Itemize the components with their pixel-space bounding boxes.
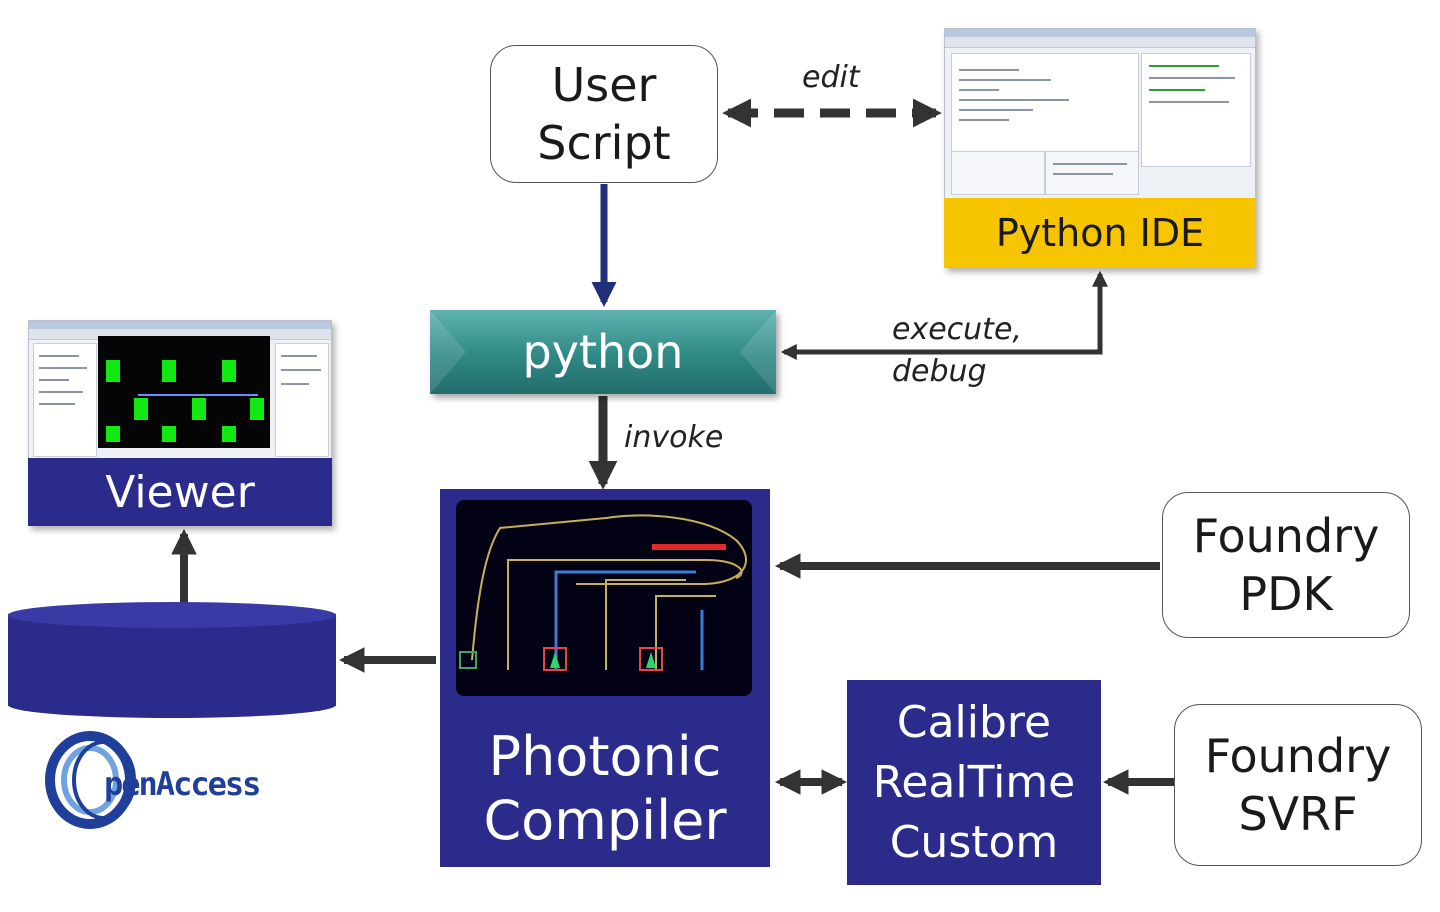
calibre-line1: Calibre [896,696,1052,748]
python-label: python [522,325,684,379]
photonic-compiler-line2: Compiler [483,789,727,852]
python-node: python [430,310,776,394]
edge-label-debug: debug [892,354,987,389]
ide-screenshot [944,28,1256,200]
foundry-pdk-node: Foundry PDK [1162,492,1410,638]
edge-execute-debug [780,270,1109,361]
edge-label-invoke: invoke [624,420,724,455]
user-script-line2: Script [537,116,671,170]
python-ide-node: Python IDE [944,28,1256,268]
foundry-svrf-line1: Foundry [1204,729,1392,783]
calibre-realtime-node: Calibre RealTime Custom [847,680,1101,885]
python-ide-label: Python IDE [995,211,1205,255]
user-script-line1: User [551,58,657,112]
viewer-label: Viewer [105,466,255,518]
photonic-compiler-line1: Photonic [488,725,722,788]
calibre-line2: RealTime [872,756,1076,808]
python-ide-label-bar: Python IDE [944,198,1256,268]
layout-view-canvas [98,336,270,448]
foundry-svrf-line2: SVRF [1238,787,1358,841]
foundry-svrf-node: Foundry SVRF [1174,704,1422,866]
openaccess-logo-text: penAccess [104,765,261,803]
edge-label-execute: execute, [892,312,1022,347]
edge-label-edit: edit [802,60,860,95]
user-script-node: User Script [490,45,718,183]
calibre-line3: Custom [889,816,1059,868]
photonic-layout-image [456,500,752,696]
foundry-pdk-line1: Foundry [1192,509,1380,563]
foundry-pdk-line2: PDK [1239,567,1333,621]
viewer-label-bar: Viewer [28,458,332,526]
openaccess-logo [45,731,136,829]
